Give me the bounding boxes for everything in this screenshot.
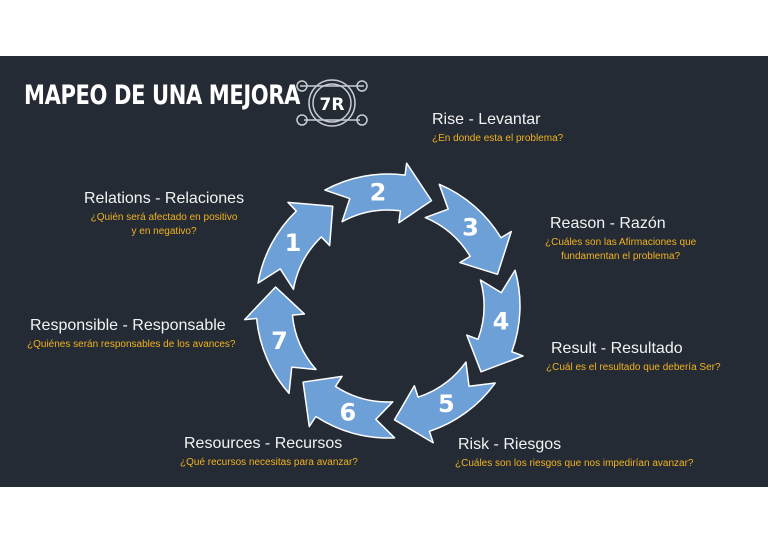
- cycle-arrow-4: [466, 269, 524, 373]
- step-number-6: 6: [339, 399, 356, 427]
- page-title: MAPEO DE UNA MEJORA: [24, 80, 301, 111]
- cycle-arrow-7: [243, 286, 317, 395]
- step-5-question: ¿Qué recursos necesitas para avanzar?: [180, 457, 358, 468]
- cycle-arrow-5: [393, 361, 496, 444]
- step-7-question-line-1: ¿Quién será afectado en positivo: [90, 212, 238, 223]
- cycle-arrow-2: [324, 162, 433, 224]
- step-2-title: Reason - Razón: [550, 215, 666, 232]
- step-7-label: Relations - Relaciones ¿Quién será afect…: [84, 189, 244, 239]
- cycle-arrow-6: [302, 375, 396, 439]
- step-5-label: Resources - Recursos ¿Qué recursos neces…: [180, 434, 358, 470]
- step-2-question-line-2: fundamentan el problema?: [561, 251, 681, 262]
- cycle-arrow-1: [257, 201, 334, 291]
- step-4-label: Risk - Riesgos ¿Cuáles son los riesgos q…: [455, 435, 693, 471]
- step-number-3: 3: [462, 213, 479, 241]
- step-3-label: Result - Resultado ¿Cuál es el resultado…: [546, 339, 721, 375]
- step-7-title: Relations - Relaciones: [84, 190, 245, 207]
- step-number-7: 7: [271, 327, 288, 355]
- step-2-label: Reason - Razón ¿Cuáles son las Afirmacio…: [545, 214, 696, 264]
- step-7-question-line-2: y en negativo?: [131, 226, 197, 237]
- step-6-title: Responsible - Responsable: [30, 317, 226, 334]
- step-1-label: Rise - Levantar ¿En donde esta el proble…: [432, 110, 563, 146]
- slide: MAPEO DE UNA MEJORA 7R 1 2 3 4 5 6 7 Rise - Le…: [0, 56, 768, 487]
- step-4-title: Risk - Riesgos: [458, 436, 562, 453]
- step-1-question: ¿En donde esta el problema?: [432, 133, 564, 144]
- cycle-diagram: 1 2 3 4 5 6 7: [243, 162, 524, 444]
- step-number-4: 4: [493, 307, 510, 335]
- logo-text: 7R: [320, 95, 345, 115]
- step-1-title: Rise - Levantar: [432, 111, 541, 128]
- step-4-question: ¿Cuáles son los riesgos que nos impedirí…: [455, 458, 694, 469]
- step-6-label: Responsible - Responsable ¿Quiénes serán…: [27, 316, 235, 352]
- step-number-2: 2: [370, 178, 387, 206]
- step-3-title: Result - Resultado: [551, 340, 683, 357]
- cycle-arrow-3: [424, 183, 512, 276]
- step-3-question: ¿Cuál es el resultado que debería Ser?: [546, 362, 721, 373]
- step-6-question: ¿Quiénes serán responsables de los avanc…: [27, 339, 236, 350]
- step-5-title: Resources - Recursos: [184, 435, 343, 452]
- 7r-logo-icon: 7R: [296, 79, 368, 127]
- step-number-5: 5: [438, 390, 455, 418]
- step-number-1: 1: [285, 229, 302, 257]
- step-2-question-line-1: ¿Cuáles son las Afirmaciones que: [545, 237, 697, 248]
